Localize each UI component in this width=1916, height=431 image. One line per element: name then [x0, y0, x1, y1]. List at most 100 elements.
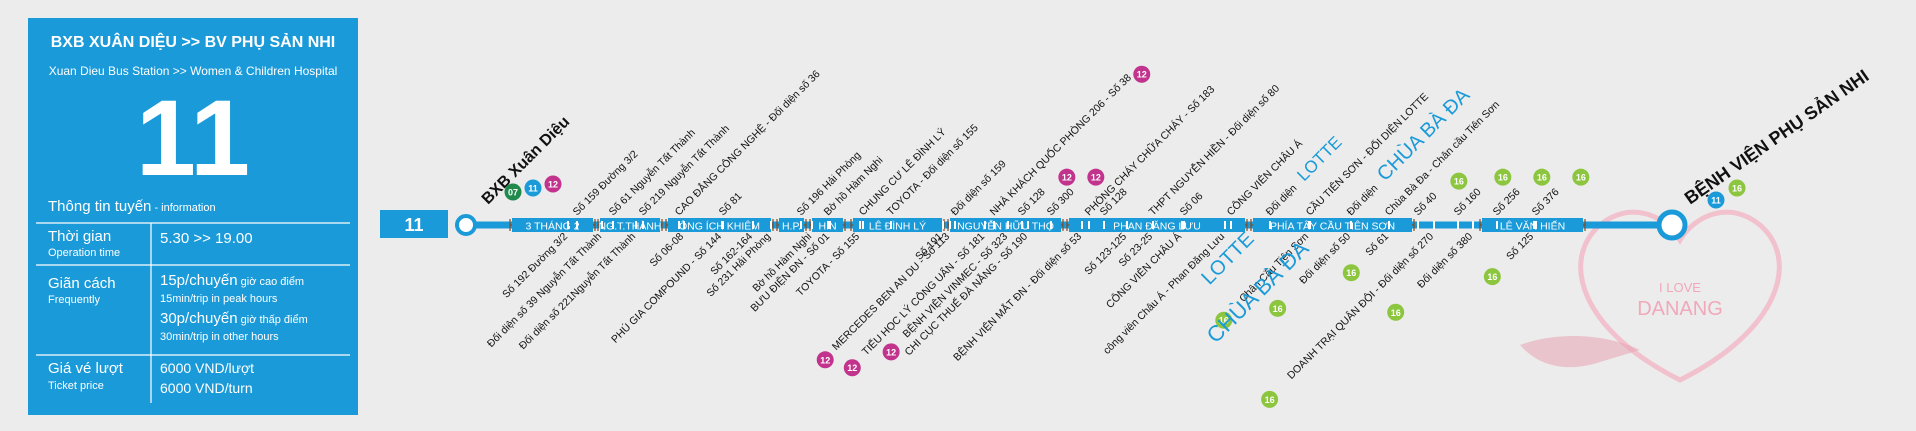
ticket-price-vi: 6000 VND/lượt [160, 360, 255, 376]
end-connection-badge-circle [1707, 191, 1725, 209]
end-connection-badge-circle [1728, 179, 1746, 197]
route-info-panel: BXB XUÂN DIỆU >> BV PHỤ SẢN NHI Xuan Die… [28, 18, 358, 415]
frequency-label-en: Frequently [48, 294, 100, 306]
info-heading-vi: Thông tin tuyến [48, 198, 152, 215]
segment-label: 3 THÁNG 2 [525, 220, 579, 233]
stop-route-badge-label: 16 [1576, 173, 1586, 183]
stop-label-above: CÔNG VIÊN CHÂU Á [1224, 137, 1305, 218]
segment-label: LÊ VĂN HIẾN [1500, 220, 1565, 233]
stop-route-badge-label: 16 [1346, 268, 1356, 278]
stop-route-badge-label: 12 [1062, 173, 1072, 183]
segment-label-bg [853, 218, 942, 232]
stop-route-badge-label: 16 [1391, 308, 1401, 318]
start-connection-badge-circle [504, 183, 522, 201]
stop-route-badge-circle [1483, 268, 1501, 286]
stop-route-badge-circle [1387, 303, 1405, 321]
stop-route-badge-circle [1450, 172, 1468, 190]
stop-route-badge-label: 16 [1537, 173, 1547, 183]
stop-route-badge-circle [1342, 264, 1360, 282]
segment-label-bg [950, 218, 1061, 232]
end-terminal-name: BỆNH VIỆN PHỤ SẢN NHI [1680, 65, 1872, 208]
stop-label-below: Số 61 [1363, 231, 1391, 259]
frequency-peak-en: 15min/trip in peak hours [160, 293, 278, 305]
start-connection-badge-label: 11 [528, 184, 538, 194]
operation-time-label: Thời gian [48, 228, 112, 245]
start-connection-badge-circle [544, 175, 562, 193]
start-connection-badge-circle [524, 179, 542, 197]
stop-route-badge-label: 16 [1265, 395, 1275, 405]
stop-route-badge-label: 16 [1487, 272, 1497, 282]
end-connection-badge-label: 16 [1732, 184, 1742, 194]
ticket-price-en: 6000 VND/turn [160, 380, 253, 396]
frequency-peak: 15p/chuyến giờ cao điểm [160, 272, 304, 289]
segment-label-bg [1482, 218, 1583, 232]
info-table-lines [36, 222, 350, 403]
route-badge-bg [380, 210, 448, 238]
watermark-line-2: DANANG [1637, 298, 1723, 320]
info-heading-en: - information [151, 202, 216, 214]
frequency-offpeak-en: 30min/trip in other hours [160, 331, 279, 343]
segment-label: LÊ ĐÌNH LÝ [869, 220, 926, 233]
operation-time-value: 5.30 >> 19.00 [160, 230, 253, 247]
stop-route-badge-circle [1215, 311, 1233, 329]
frequency-peak-main: 15p/chuyến [160, 272, 238, 289]
stop-route-badge-label: 12 [820, 355, 830, 365]
start-terminal-name: BXB Xuân Diệu [479, 113, 573, 207]
stop-route-badge-circle [843, 359, 861, 377]
stop-route-badge-label: 16 [1219, 316, 1229, 326]
watermark-heart [1578, 209, 1782, 383]
segment-label: PHAN ĐĂNG LƯU [1113, 220, 1201, 233]
stop-route-badge-label: 12 [847, 363, 857, 373]
segment-label-bg [1069, 218, 1245, 232]
stop-label-above: Số 06 [1178, 190, 1206, 218]
end-connection-badge-label: 11 [1711, 196, 1721, 206]
stop-route-badge-circle [882, 343, 900, 361]
stop-route-badge-label: 12 [1137, 70, 1147, 80]
segment-label: NG.T.THÀNH [599, 220, 662, 233]
stop-route-badge-label: 12 [1091, 173, 1101, 183]
stop-route-badge-label: 16 [1273, 304, 1283, 314]
info-section-heading: Thông tin tuyến - information [48, 198, 216, 215]
ticket-price-label-en: Ticket price [48, 380, 104, 392]
segment-label-bg [512, 218, 593, 232]
stop-label-above: Số 159 Đường 3/2 [571, 148, 641, 218]
start-connection-badge-label: 12 [548, 180, 558, 190]
stop-label-above: Số 160 [1452, 186, 1484, 218]
stop-route-badge-circle [1058, 168, 1076, 186]
stop-route-badge-label: 16 [1498, 173, 1508, 183]
segment-label: H.P. [782, 221, 801, 233]
ticket-price-label: Giá vé lượt [48, 360, 123, 377]
stop-label-above: Số 40 [1412, 190, 1440, 218]
route-title-vi: BXB XUÂN DIỆU >> BV PHỤ SẢN NHI [50, 34, 336, 51]
stop-route-badge-circle [1133, 65, 1151, 83]
start-terminal [455, 214, 477, 236]
start-connection-badge-label: 07 [508, 188, 518, 198]
segment-label-bg [668, 218, 771, 232]
stop-route-badge-circle [1494, 168, 1512, 186]
stop-label-above: Đối diện [1345, 182, 1381, 218]
segment-label: NGUYỄN HỮU THỌ [957, 220, 1054, 233]
segment-label-bg [600, 218, 660, 232]
stop-label-above: THPT NGUYỄN HIỀN - Đối diện số 80 [1146, 82, 1282, 218]
frequency-offpeak-small: giờ thấp điểm [237, 314, 308, 326]
segment-label: ÔNG ÍCH KHIÊM [679, 220, 760, 233]
segment-label-bg [1253, 218, 1412, 232]
stop-label-below: Số 125 [1504, 231, 1536, 263]
watermark-fish [1520, 335, 1640, 368]
stop-route-badge-circle [1572, 168, 1590, 186]
watermark-line-1: I LOVE [1659, 280, 1701, 295]
stop-label-above: Số 300 [1045, 186, 1077, 218]
operation-time-label-en: Operation time [48, 247, 121, 259]
route-number: 11 [135, 77, 251, 198]
stop-route-badge-circle [1087, 168, 1105, 186]
stop-label-below: Số 06-08 [647, 231, 686, 270]
segment-label: PHÍA TÂY CẦU TIÊN SƠN [1270, 220, 1395, 233]
frequency-label: Giãn cách [48, 275, 116, 292]
end-terminal [1656, 209, 1688, 241]
stop-label-above: Số 376 [1530, 186, 1562, 218]
stop-label-above: Đối diện [1264, 182, 1300, 218]
stop-route-badge-circle [816, 351, 834, 369]
stop-route-badge-circle [1261, 390, 1279, 408]
route-badge-number: 11 [404, 215, 423, 235]
